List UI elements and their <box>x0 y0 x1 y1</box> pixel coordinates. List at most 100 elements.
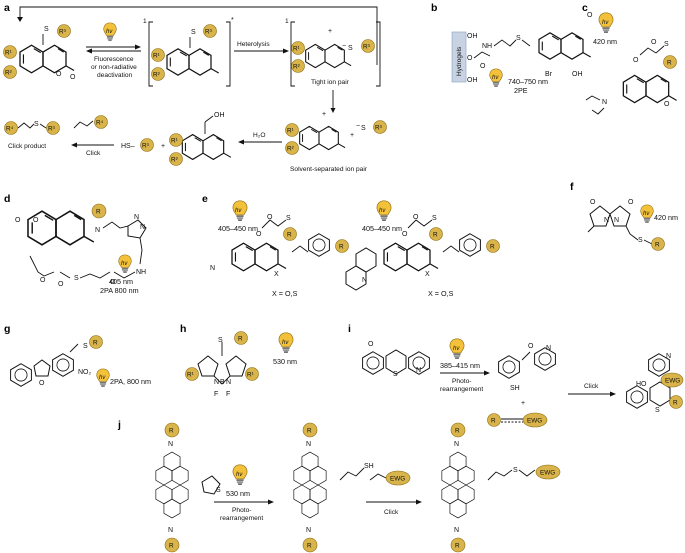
svg-text:EWG: EWG <box>540 470 555 477</box>
svg-text:EWG: EWG <box>665 378 680 385</box>
svg-text:S: S <box>513 467 518 474</box>
svg-text:R³: R³ <box>48 126 55 133</box>
svg-text:N: N <box>95 227 100 234</box>
water-label: H₂O <box>253 132 265 139</box>
nitro-group: NO₂ <box>78 369 92 376</box>
process-j: Photo- rearrangement <box>220 507 263 522</box>
panel-label-d: d <box>4 193 10 205</box>
svg-text:O: O <box>480 63 486 70</box>
click-label-i: Click <box>584 383 599 390</box>
svg-text:O: O <box>528 343 534 350</box>
panel-h: S R N B N F F R¹ R¹ hν 530 nm <box>185 331 297 398</box>
svg-text:hν: hν <box>106 29 112 35</box>
svg-text:O: O <box>267 214 273 221</box>
svg-text:R: R <box>655 242 660 249</box>
svg-text:F: F <box>226 391 230 398</box>
svg-text:R: R <box>93 340 98 347</box>
panel-c: hν 420 nm O S R O N O <box>585 12 678 115</box>
svg-text:N: N <box>168 441 173 448</box>
svg-text:R⁴: R⁴ <box>96 120 104 127</box>
svg-text:N: N <box>454 527 459 534</box>
svg-text:hν: hν <box>282 340 288 346</box>
svg-text:O: O <box>110 279 116 286</box>
svg-text:R⁴: R⁴ <box>6 126 14 133</box>
svg-text:O: O <box>413 214 419 221</box>
wavelength-i: 385–415 nm <box>440 361 480 370</box>
panel-label-c: c <box>582 2 588 14</box>
panel-label-e: e <box>202 193 208 205</box>
svg-text:O: O <box>628 199 634 206</box>
recombination-arrow <box>19 6 378 65</box>
wavelength-c: 420 nm <box>593 37 617 46</box>
tight-pair-label: Tight ion pair <box>311 79 350 86</box>
panel-label-f: f <box>570 181 574 193</box>
svg-text:F: F <box>214 391 218 398</box>
alkene-r4: R⁴ <box>73 115 108 129</box>
svg-text:R: R <box>455 543 460 550</box>
svg-text:R: R <box>433 232 438 239</box>
wavelength-g: 2PA, 800 nm <box>110 377 151 386</box>
svg-text:hν: hν <box>99 375 105 381</box>
svg-text:O: O <box>58 281 64 288</box>
svg-text:R¹: R¹ <box>5 50 12 57</box>
svg-text:R: R <box>169 428 174 435</box>
x-note-left: X = O,S <box>272 289 298 298</box>
svg-text:N: N <box>210 265 215 272</box>
wavelength-d: 405 nm <box>109 277 133 286</box>
x-note-right: X = O,S <box>428 289 454 298</box>
svg-text:NH: NH <box>482 43 492 50</box>
perylene-core-right <box>441 451 475 519</box>
svg-text:N: N <box>362 277 367 284</box>
svg-text:SH: SH <box>364 463 374 470</box>
svg-text:S: S <box>638 237 643 244</box>
r2-substituent <box>3 65 17 79</box>
svg-text:S: S <box>286 215 291 222</box>
svg-text:R: R <box>455 428 460 435</box>
panel-i: S O N hν 385–415 nm Photo- rearrangement… <box>362 338 684 428</box>
svg-text:+: + <box>322 111 326 118</box>
svg-text:S: S <box>664 41 669 48</box>
svg-text:O: O <box>402 231 408 238</box>
svg-text:R¹: R¹ <box>293 46 300 53</box>
svg-text:hν: hν <box>492 75 498 81</box>
panel-label-j: j <box>117 419 121 431</box>
svg-text:N: N <box>614 217 619 224</box>
panel-label-h: h <box>180 323 186 335</box>
panel-label-b: b <box>431 2 437 14</box>
svg-text:R¹: R¹ <box>153 53 160 60</box>
svg-text:−: − <box>342 43 346 50</box>
panel-d: O O N R N N NH O S O O hν 405 nm 2PA 800… <box>15 203 147 295</box>
click-label-a: Click <box>86 150 101 157</box>
svg-text:N: N <box>416 367 421 374</box>
svg-text:hν: hν <box>235 208 241 214</box>
panel-e: hν 405–450 nm O S R O N X R X = O,S hν 4… <box>210 200 500 298</box>
mode-b: 2PE <box>514 86 528 95</box>
panel-label-i: i <box>348 323 351 335</box>
wavelength-h: 530 nm <box>273 357 297 366</box>
solvent-separated-pair: + R¹ R² + − S R³ Solvent-separated ion p… <box>285 111 387 173</box>
svg-text:S: S <box>432 215 437 222</box>
click-label-j: Click <box>384 509 399 516</box>
svg-text:R: R <box>238 336 243 343</box>
svg-text:hν: hν <box>379 208 385 214</box>
wavelength-b: 740–750 nm <box>508 77 548 86</box>
svg-text:N: N <box>602 99 607 106</box>
svg-text:N: N <box>546 345 551 352</box>
svg-text:hν: hν <box>602 20 608 26</box>
svg-text:R: R <box>287 232 292 239</box>
svg-text:N: N <box>306 527 311 534</box>
bromo-coumarin <box>538 32 592 60</box>
svg-text:hν: hν <box>643 211 649 217</box>
svg-text:R: R <box>169 543 174 550</box>
hydroxy-coumarin: OH R¹ R² <box>169 112 232 166</box>
svg-text:R²: R² <box>293 64 300 71</box>
perylene-core-middle <box>293 451 327 519</box>
wavelength-e-left: 405–450 nm <box>218 224 258 233</box>
svg-text:R²: R² <box>5 70 12 77</box>
svg-text:R: R <box>307 428 312 435</box>
svg-text:N: N <box>140 224 145 231</box>
svg-text:+: + <box>521 400 525 407</box>
svg-text:X: X <box>425 271 430 278</box>
svg-text:S: S <box>191 29 196 36</box>
mode-d: 2PA 800 nm <box>100 286 139 295</box>
